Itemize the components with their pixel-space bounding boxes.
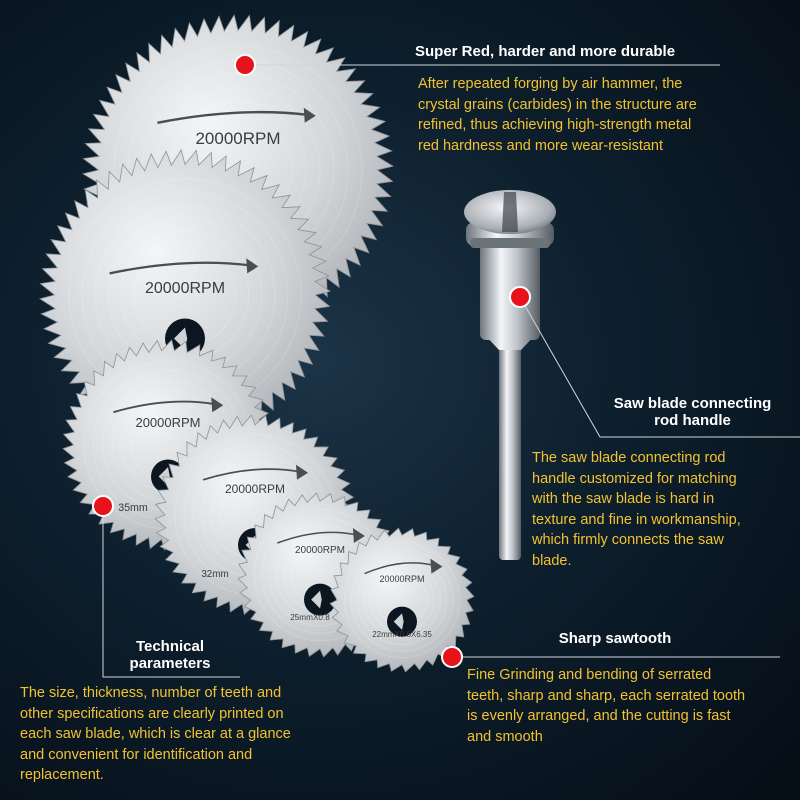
blade-texture xyxy=(356,554,448,646)
blade-hole-key xyxy=(393,613,404,630)
rotation-arrowhead xyxy=(296,464,308,480)
rotation-arrow xyxy=(277,531,358,544)
marker-handle xyxy=(509,286,531,308)
rotation-arrowhead xyxy=(303,107,316,123)
blade-size-label: 35mm xyxy=(118,502,148,514)
marker-sawtooth xyxy=(441,646,463,668)
blade-texture xyxy=(350,548,454,652)
blade-hole-key xyxy=(311,590,322,609)
blade-size-label: 25mmX0.8 xyxy=(290,613,330,622)
sawtooth-title: Sharp sawtooth xyxy=(558,630,672,647)
rotation-arrow xyxy=(109,261,251,275)
marker-super-red xyxy=(234,54,256,76)
blade-rpm-label: 20000RPM xyxy=(145,280,225,297)
blade-6: 20000RPM 22mmX0.8X6.35 xyxy=(329,527,475,673)
super-red-description: After repeated forging by air hammer, th… xyxy=(418,76,697,154)
rotation-arrowhead xyxy=(246,258,259,274)
saw-blades-group: 20000RPM3520000RPM3520000RPM35mm20000RPM… xyxy=(39,13,475,673)
rotation-arrowhead xyxy=(352,528,365,543)
rotation-arrow xyxy=(157,110,308,124)
rotation-arrow xyxy=(202,468,301,481)
rotation-arrowhead xyxy=(211,397,224,413)
handle-description: The saw blade connecting rod handle cust… xyxy=(532,450,741,569)
rotation-arrow xyxy=(113,400,216,414)
super-red-title: Super Red, harder and more durable xyxy=(415,43,676,60)
rotation-arrowhead xyxy=(430,558,443,574)
blade-rpm-label: 20000RPM xyxy=(195,129,280,148)
technical-title: Technical parameters xyxy=(129,638,211,672)
blade-texture xyxy=(343,541,461,659)
blade-texture xyxy=(363,561,441,639)
technical-description: The size, thickness, number of teeth and… xyxy=(20,685,291,783)
connecting-rod-handle xyxy=(464,190,556,560)
callout-leader-lines xyxy=(102,64,800,678)
blade-rpm-label: 20000RPM xyxy=(225,482,285,496)
marker-technical xyxy=(92,495,114,517)
handle-title: Saw blade connecting rod handle xyxy=(613,395,772,429)
blade-rpm-label: 20000RPM xyxy=(379,574,424,584)
rotation-arrow xyxy=(364,562,435,575)
blade-rpm-label: 20000RPM xyxy=(135,415,200,430)
blade-rpm-label: 20000RPM xyxy=(295,545,345,556)
blade-size-label: 32mm xyxy=(201,569,228,580)
sawtooth-description: Fine Grinding and bending of serrated te… xyxy=(467,667,746,745)
blade-size-label: 22mmX0.8X6.35 xyxy=(372,630,432,639)
